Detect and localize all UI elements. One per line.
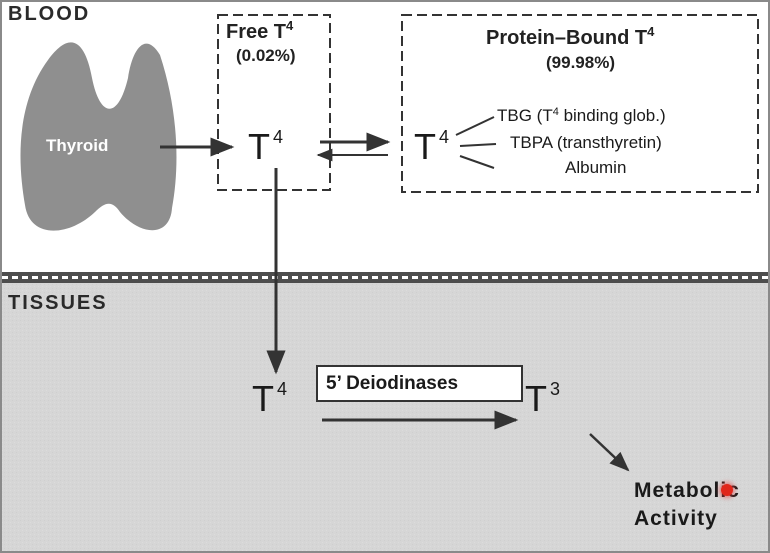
protein-tbg-suffix: binding glob.) (558, 106, 666, 125)
free-t4-box (217, 14, 331, 191)
protein-tbg: TBG (T4 binding glob.) (497, 106, 666, 126)
binding-line-albumin (459, 155, 495, 169)
tissue-t4-node-base: T (252, 378, 274, 419)
protein-bound-title-superscript: 4 (647, 24, 655, 39)
free-t4-percent: (0.02%) (236, 46, 296, 65)
protein-bound-title-text: Protein–Bound T (486, 27, 648, 49)
deiodinase-box: 5’ Deiodinases (316, 365, 523, 402)
protein-bound-percent: (99.98%) (546, 53, 615, 72)
free-t4-node-superscript: 4 (273, 127, 284, 147)
binding-line-tbpa (459, 143, 497, 147)
free-t4-title-superscript: 4 (286, 18, 294, 33)
tissue-region (2, 283, 768, 551)
protein-albumin: Albumin (565, 158, 627, 177)
binding-line-tbg (455, 116, 495, 136)
blood-region-label: BLOOD (8, 3, 91, 25)
tissue-t4-node-superscript: 4 (277, 379, 288, 399)
arrow-t3-to-activity (589, 433, 630, 472)
protein-bound-box (401, 14, 759, 193)
tissue-region-label: TISSUES (8, 292, 108, 314)
red-dot-icon (721, 484, 733, 496)
free-t4-node-base: T (248, 126, 270, 167)
outcome-line-1: Metabolic (634, 479, 740, 502)
bound-t4-node-superscript: 4 (439, 127, 450, 147)
free-t4-title-text: Free T (226, 21, 287, 43)
bound-t4-node-base: T (414, 126, 436, 167)
tissue-t3-node-superscript: 3 (550, 379, 561, 399)
protein-tbg-superscript: 4 (552, 106, 559, 118)
deiodinase-label: 5’ Deiodinases (326, 373, 459, 394)
protein-tbg-prefix: TBG (T (497, 106, 553, 125)
thyroid-label: Thyroid (46, 136, 109, 155)
protein-bound-title: Protein–Bound T4 (486, 24, 654, 50)
tissue-t3-node-base: T (525, 378, 547, 419)
thyroid-icon (20, 42, 177, 231)
protein-tbpa: TBPA (transthyretin) (510, 133, 662, 152)
outcome-line-2: Activity (634, 507, 718, 530)
free-t4-title: Free T4 (226, 18, 293, 44)
